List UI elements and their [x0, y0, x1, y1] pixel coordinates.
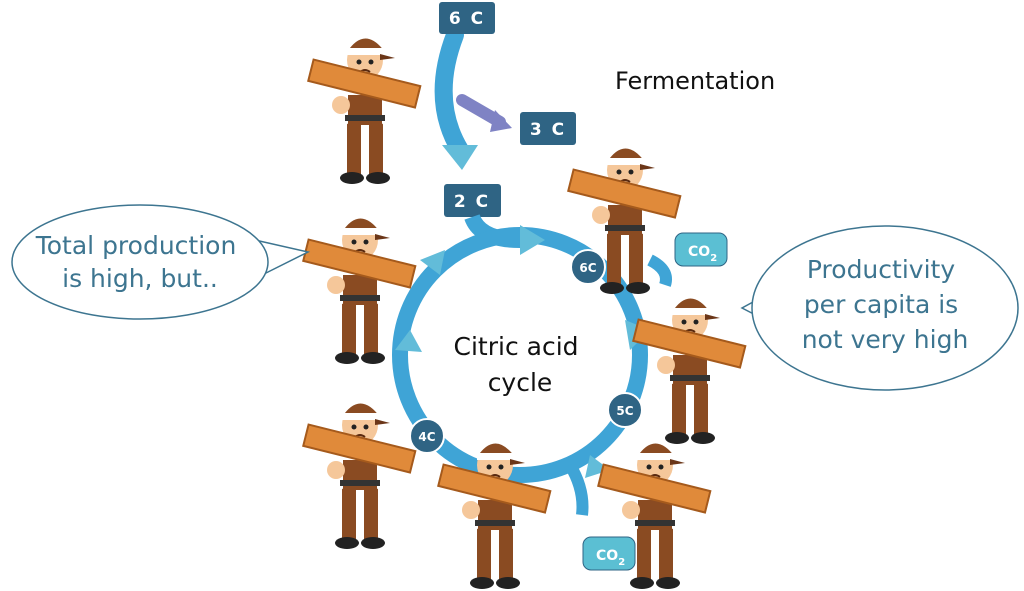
- node-5c: 5C: [607, 392, 643, 428]
- node-6c: 6C: [570, 249, 606, 285]
- worker-icon: [437, 442, 552, 590]
- svg-text:6C: 6C: [579, 261, 596, 275]
- flow-arrow-down: [434, 26, 469, 159]
- co2-exit-arrow-2: [564, 461, 589, 516]
- svg-text:Productivity per capita: Productivity per capita is not very high: [802, 255, 969, 354]
- worker-icon: [632, 297, 747, 445]
- worker-icon: [307, 37, 422, 185]
- svg-text:5C: 5C: [616, 404, 633, 418]
- svg-text:6 C: 6 C: [449, 9, 485, 29]
- speech-bubble-left: Total production is high, but..: [11, 204, 311, 320]
- title-fermentation: Fermentation: [615, 67, 775, 95]
- co2-exit-arrow-1: [647, 254, 672, 287]
- side-arrowhead: [490, 110, 512, 132]
- worker-icon: [302, 402, 417, 550]
- svg-text:2 C: 2 C: [454, 192, 490, 212]
- box-3c: 3 C: [520, 112, 576, 145]
- box-2c: 2 C: [444, 184, 501, 217]
- svg-text:CO2: CO2: [596, 548, 625, 568]
- svg-text:4C: 4C: [418, 430, 435, 444]
- cycle-arrowheads: [395, 225, 650, 478]
- svg-text:CO2: CO2: [688, 244, 717, 264]
- co2-badge-1: CO2: [674, 232, 728, 267]
- cycle-label: Citric acid cycle: [454, 332, 587, 397]
- speech-bubble-right: Productivity per capita is not very high: [740, 225, 1019, 391]
- arrowhead: [442, 145, 478, 170]
- svg-text:3 C: 3 C: [530, 120, 566, 140]
- co2-badge-2: CO2: [582, 536, 636, 571]
- box-6c: 6 C: [439, 2, 495, 34]
- node-4c: 4C: [409, 418, 445, 454]
- svg-text:Total production is high: Total production is high, but..: [35, 231, 245, 293]
